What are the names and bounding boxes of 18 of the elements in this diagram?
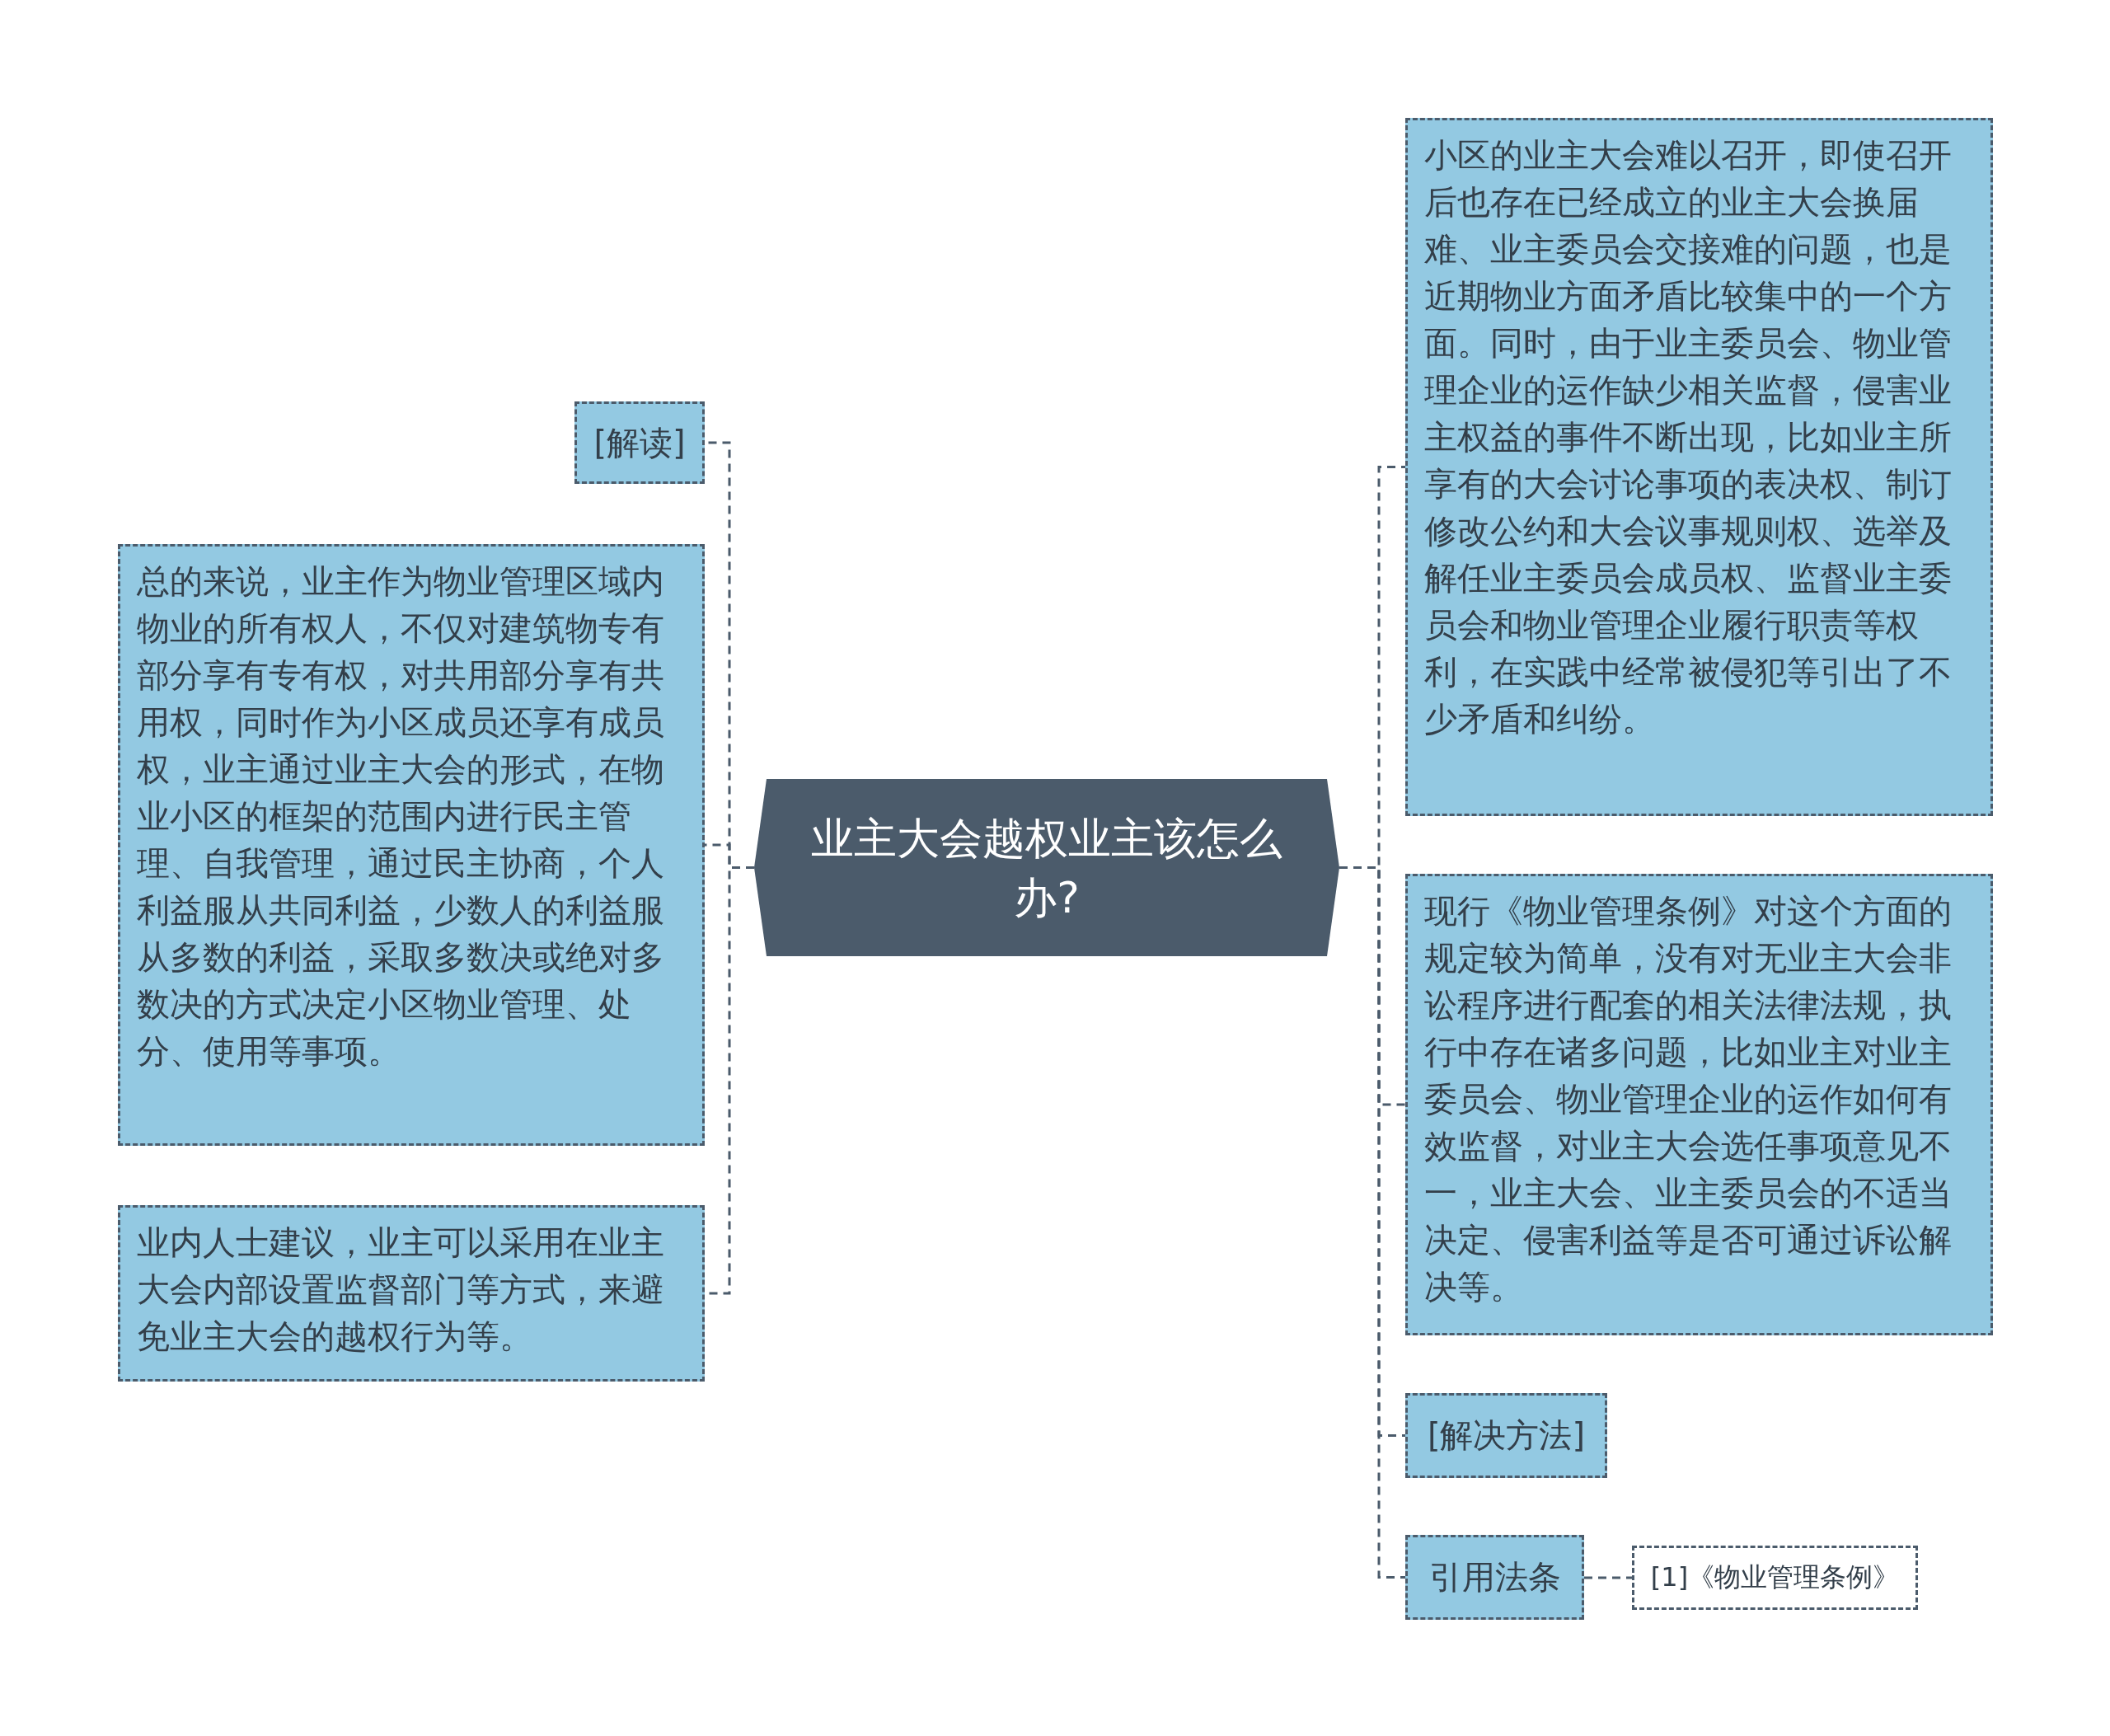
topic-box	[118, 1205, 705, 1382]
topic-box	[1405, 1393, 1607, 1478]
topic-box	[118, 544, 705, 1146]
title-text: 业主大会越权业主该怎么办?	[810, 812, 1283, 924]
node-text: 现行《物业管理条例》对这个方面的规定较为简单，没有对无业主大会非讼程序进行配套的相关法律法规，执行中存在诸多问题，比如业主对业主委员会、物业管理企业的运作如何有效监督，对业主大会选任事项意见不一，业主大会、业主委员会的不适当决定、侵害利益等是否可通过诉讼解决等。	[1424, 892, 1952, 1306]
node-text: 业内人士建议，业主可以采用在业主大会内部设置监督部门等方式，来避免业主大会的越权行为等。	[137, 1223, 664, 1355]
topic-box	[1405, 1535, 1584, 1620]
node-text: 小区的业主大会难以召开，即使召开后也存在已经成立的业主大会换届难、业主委员会交接难的问题，也是近期物业方面矛盾比较集中的一个方面。同时，由于业主委员会、物业管理企业的运作缺少相关监督，侵害业主权益的事件不断出现，比如业主所享有的大会讨论事项的表决权、制订修改公约和大会议事规则权、选举及解任业主委员会成员权、监督业主委员会和物业管理企业履行职责等权利，在实践中经常被侵犯等引出了不少矛盾和纠纷。	[1424, 136, 1952, 738]
node-text: [1]《物业管理条例》	[1650, 1560, 1900, 1594]
connector-line	[1584, 1576, 1632, 1579]
topic-box	[1405, 118, 1993, 816]
node-text: 引用法条	[1428, 1557, 1561, 1598]
node-text: 总的来说，业主作为物业管理区域内物业的所有权人，不仅对建筑物专有部分享有专有权，对共用部分享有共用权，同时作为小区成员还享有成员权，业主通过业主大会的形式，在物业小区的框架的范围内进行民主管理、自我管理，通过民主协商，个人利益服从共同利益，少数人的利益服从多数的利益，采取多数决或绝对多数决的方式决定小区物业管理、处分、使用等事项。	[137, 562, 664, 1070]
topic-box	[1405, 874, 1993, 1335]
node-text: [解读]	[593, 422, 686, 463]
node-text: [解决方法]	[1427, 1415, 1586, 1456]
topic-box	[574, 401, 705, 484]
reference-box	[1632, 1546, 1918, 1610]
